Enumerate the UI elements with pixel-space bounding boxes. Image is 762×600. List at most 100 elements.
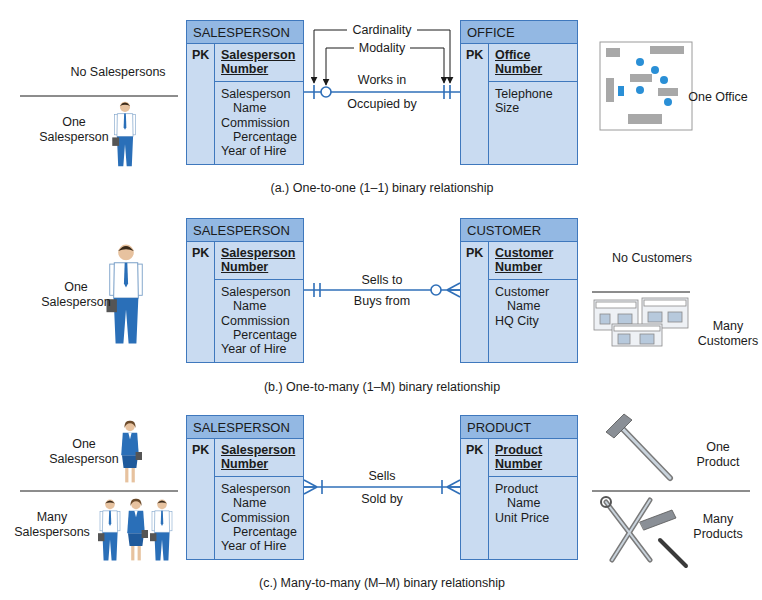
relationship-label: Sells to	[360, 273, 405, 287]
key-cell: Salesperson Number	[215, 44, 303, 82]
attribute: HQ City	[495, 314, 573, 328]
callout-label: Cardinality	[352, 23, 411, 38]
pk-column: PK	[461, 439, 489, 477]
cardinality-note: Many Products	[683, 512, 753, 542]
relationship-label: Occupied by	[347, 97, 416, 112]
attribute: Commission Percentage	[221, 314, 299, 343]
crows-foot	[447, 290, 460, 297]
key-cell: Customer Number	[489, 242, 577, 280]
bar-mark	[449, 85, 451, 99]
zero-mark	[431, 285, 441, 295]
relationship-line	[304, 486, 460, 488]
attribute: Salesperson Name	[221, 87, 299, 116]
attribute-row: Salesperson NameCommission PercentageYea…	[187, 280, 303, 362]
primary-key: Office Number	[495, 48, 573, 77]
pk-marker: PK	[192, 443, 214, 457]
attribute: Commission Percentage	[221, 511, 299, 540]
pk-column	[187, 82, 215, 164]
key-cell: Salesperson Number	[215, 242, 303, 280]
bar-mark	[443, 85, 445, 99]
entity-box: OFFICE PK Office NumberTelephoneSize	[460, 20, 578, 165]
attribute: Customer Name	[495, 285, 573, 314]
pk-marker: PK	[192, 246, 214, 260]
attribute: Size	[495, 101, 573, 115]
key-row: PK Office Number	[461, 44, 577, 82]
key-cell: Salesperson Number	[215, 439, 303, 477]
attribute: Year of Hire	[221, 144, 299, 158]
key-row: PK Product Number	[461, 439, 577, 477]
zero-mark	[321, 87, 331, 97]
primary-key: Salesperson Number	[221, 443, 299, 472]
attribute-row: Salesperson NameCommission PercentageYea…	[187, 82, 303, 164]
callout-label: Modality	[359, 41, 406, 56]
attribute-cell: Salesperson NameCommission PercentageYea…	[215, 82, 303, 164]
pk-marker: PK	[192, 48, 214, 62]
key-row: PKSalesperson Number	[187, 44, 303, 82]
entity-name: SALESPERSON	[187, 21, 303, 44]
entity-name: SALESPERSON	[187, 416, 303, 439]
attribute-cell: TelephoneSize	[489, 82, 577, 164]
pk-column	[187, 477, 215, 559]
entity-box: PRODUCT PK Product NumberProduct NameUnit …	[460, 415, 578, 560]
cardinality-note: No Customers	[607, 251, 697, 266]
bar-mark	[313, 85, 315, 99]
attribute-cell: Salesperson NameCommission PercentageYea…	[215, 477, 303, 559]
entity-box: SALESPERSON PK Salesperson NumberSalespers…	[186, 415, 304, 560]
pk-column: PK	[461, 242, 489, 280]
primary-key: Salesperson Number	[221, 246, 299, 275]
bar-mark	[313, 283, 315, 297]
cardinality-note: No Salespersons	[63, 65, 173, 80]
crows-foot	[447, 283, 460, 290]
crows-foot	[447, 487, 460, 494]
attribute: Unit Price	[495, 511, 573, 525]
relationship-label: Sells	[366, 469, 397, 483]
pk-marker: PK	[466, 246, 488, 260]
crows-foot	[304, 480, 317, 487]
caption-text: (a.) One-to-one (1–1) binary relationshi…	[270, 181, 493, 196]
pk-column: PK	[187, 439, 215, 477]
pk-column	[461, 477, 489, 559]
primary-key: Product Number	[495, 443, 573, 472]
caption-text: (c.) Many-to-many (M–M) binary relations…	[259, 576, 505, 591]
attribute-row: Customer NameHQ City	[461, 280, 577, 362]
attribute-row: Salesperson NameCommission PercentageYea…	[187, 477, 303, 559]
pk-column: PK	[187, 44, 215, 82]
pk-marker: PK	[466, 48, 488, 62]
pk-column: PK	[187, 242, 215, 280]
attribute: Telephone	[495, 87, 573, 101]
primary-key: Customer Number	[495, 246, 573, 275]
entity-name: PRODUCT	[461, 416, 577, 439]
cardinality-note: One Office	[688, 90, 748, 105]
attribute-cell: Customer NameHQ City	[489, 280, 577, 362]
hammer	[606, 414, 670, 478]
cardinality-note: Many Customers	[693, 319, 762, 349]
pk-column	[461, 280, 489, 362]
caption-text: (b.) One-to-many (1–M) binary relationsh…	[264, 380, 500, 395]
entity-name: CUSTOMER	[461, 219, 577, 242]
key-row: PK Salesperson Number	[187, 439, 303, 477]
relationship-label: Sold by	[361, 492, 403, 507]
attribute: Year of Hire	[221, 539, 299, 553]
crows-foot	[304, 487, 317, 494]
entity-name: OFFICE	[461, 21, 577, 44]
relationship-label: Works in	[356, 73, 408, 87]
cardinality-note: One Salesperson	[44, 437, 124, 467]
bar-mark	[321, 480, 323, 494]
attribute-row: TelephoneSize	[461, 82, 577, 164]
key-cell: Product Number	[489, 439, 577, 477]
pk-column: PK	[461, 44, 489, 82]
attribute-cell: Product NameUnit Price	[489, 477, 577, 559]
entity-name: SALESPERSON	[187, 219, 303, 242]
key-cell: Office Number	[489, 44, 577, 82]
pk-column	[461, 82, 489, 164]
cardinality-note: One Salesperson	[34, 115, 114, 145]
cardinality-note: One Product	[683, 440, 753, 470]
bar-mark	[441, 480, 443, 494]
attribute-cell: Salesperson NameCommission PercentageYea…	[215, 280, 303, 362]
relationship-label: Buys from	[354, 294, 410, 309]
crows-foot	[447, 480, 460, 487]
attribute: Product Name	[495, 482, 573, 511]
pk-marker: PK	[466, 443, 488, 457]
attribute: Commission Percentage	[221, 116, 299, 145]
